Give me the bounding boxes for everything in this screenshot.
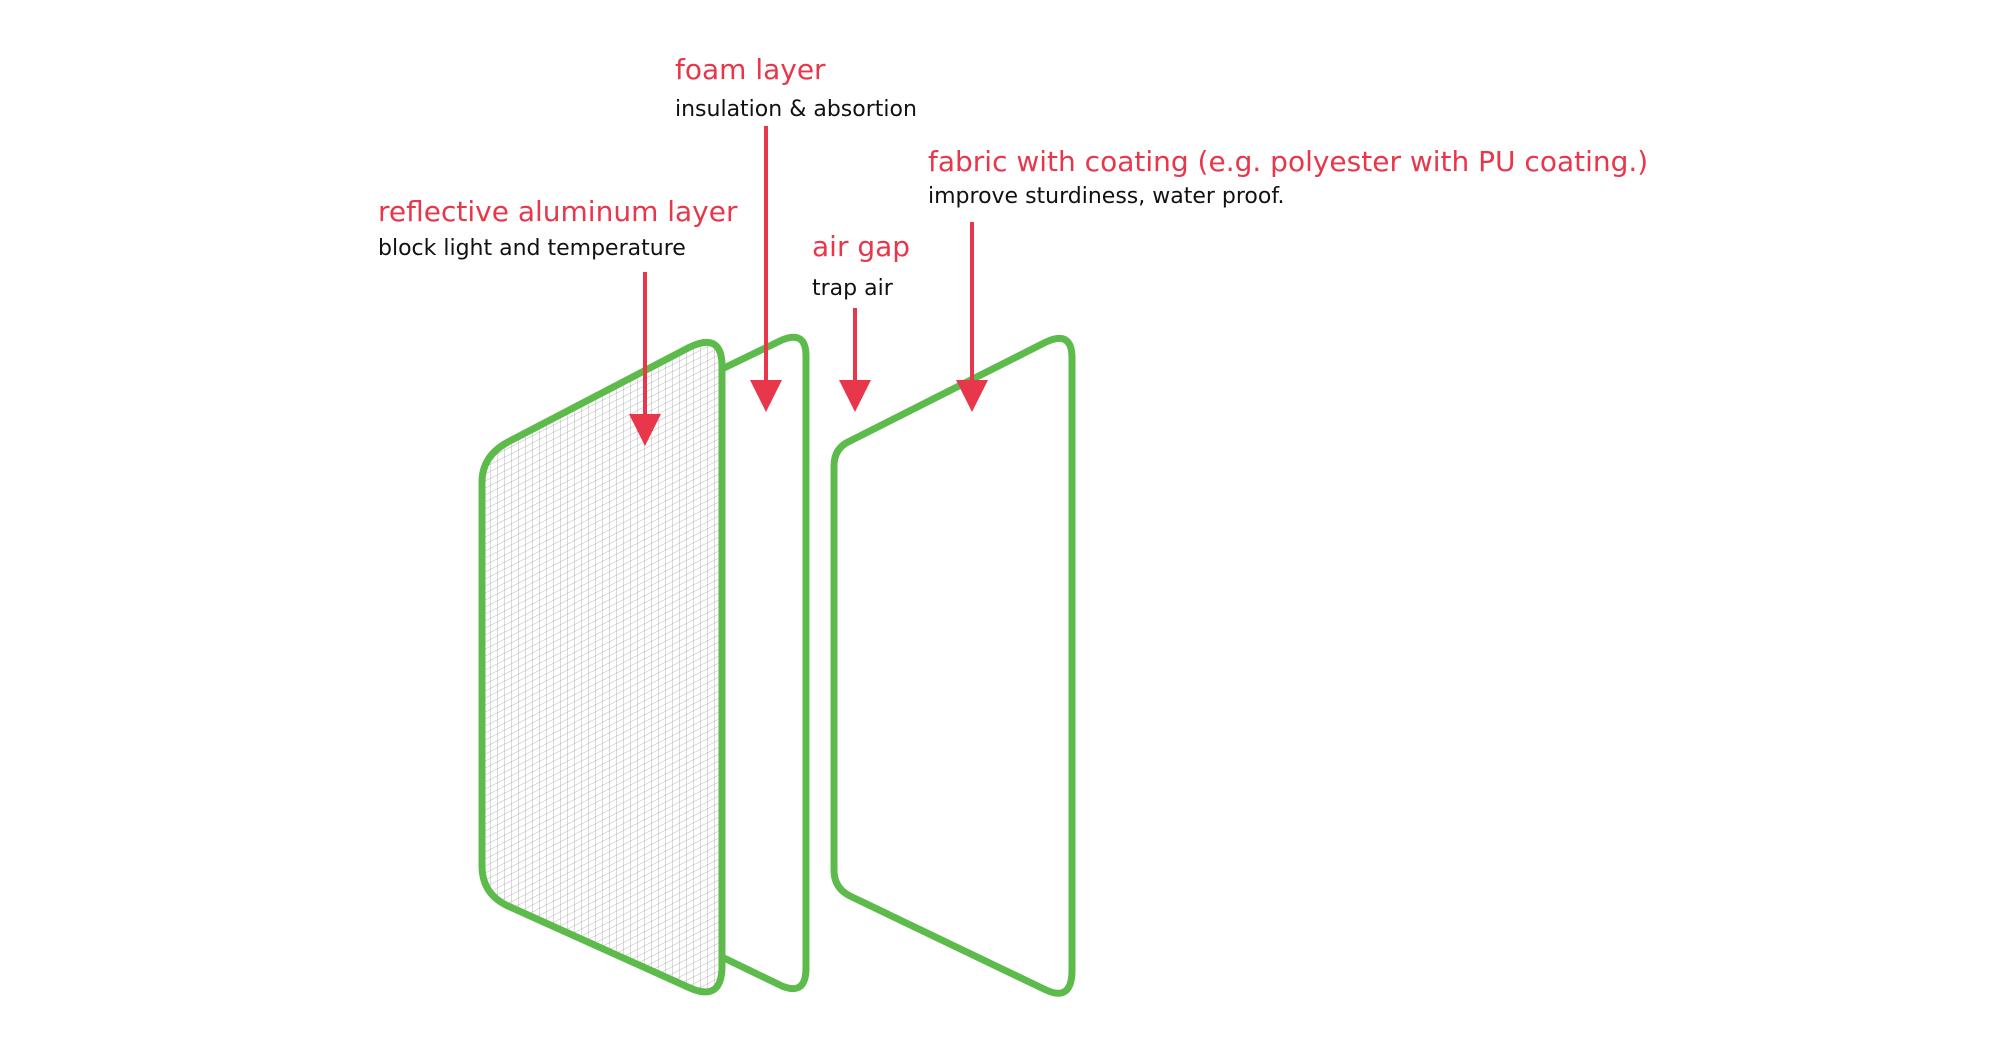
reflective-layer-description: block light and temperature (378, 236, 686, 261)
foam-layer-description: insulation & absortion (675, 97, 917, 122)
air-gap-title: air gap (812, 230, 910, 263)
reflective-layer-title: reflective aluminum layer (378, 195, 738, 228)
arrow-air-gap (839, 308, 871, 412)
air-gap-description: trap air (812, 276, 894, 301)
foam-layer-title: foam layer (675, 53, 826, 86)
fabric-coating-panel (830, 335, 1076, 997)
fabric-layer-title: fabric with coating (e.g. polyester with… (928, 145, 1648, 178)
arrow-reflective (629, 272, 661, 446)
reflective-aluminum-panel (478, 339, 726, 996)
foam-layer-panel (722, 333, 810, 993)
arrow-fabric (956, 222, 988, 412)
arrow-foam (750, 126, 782, 412)
fabric-layer-description: improve sturdiness, water proof. (928, 184, 1285, 209)
